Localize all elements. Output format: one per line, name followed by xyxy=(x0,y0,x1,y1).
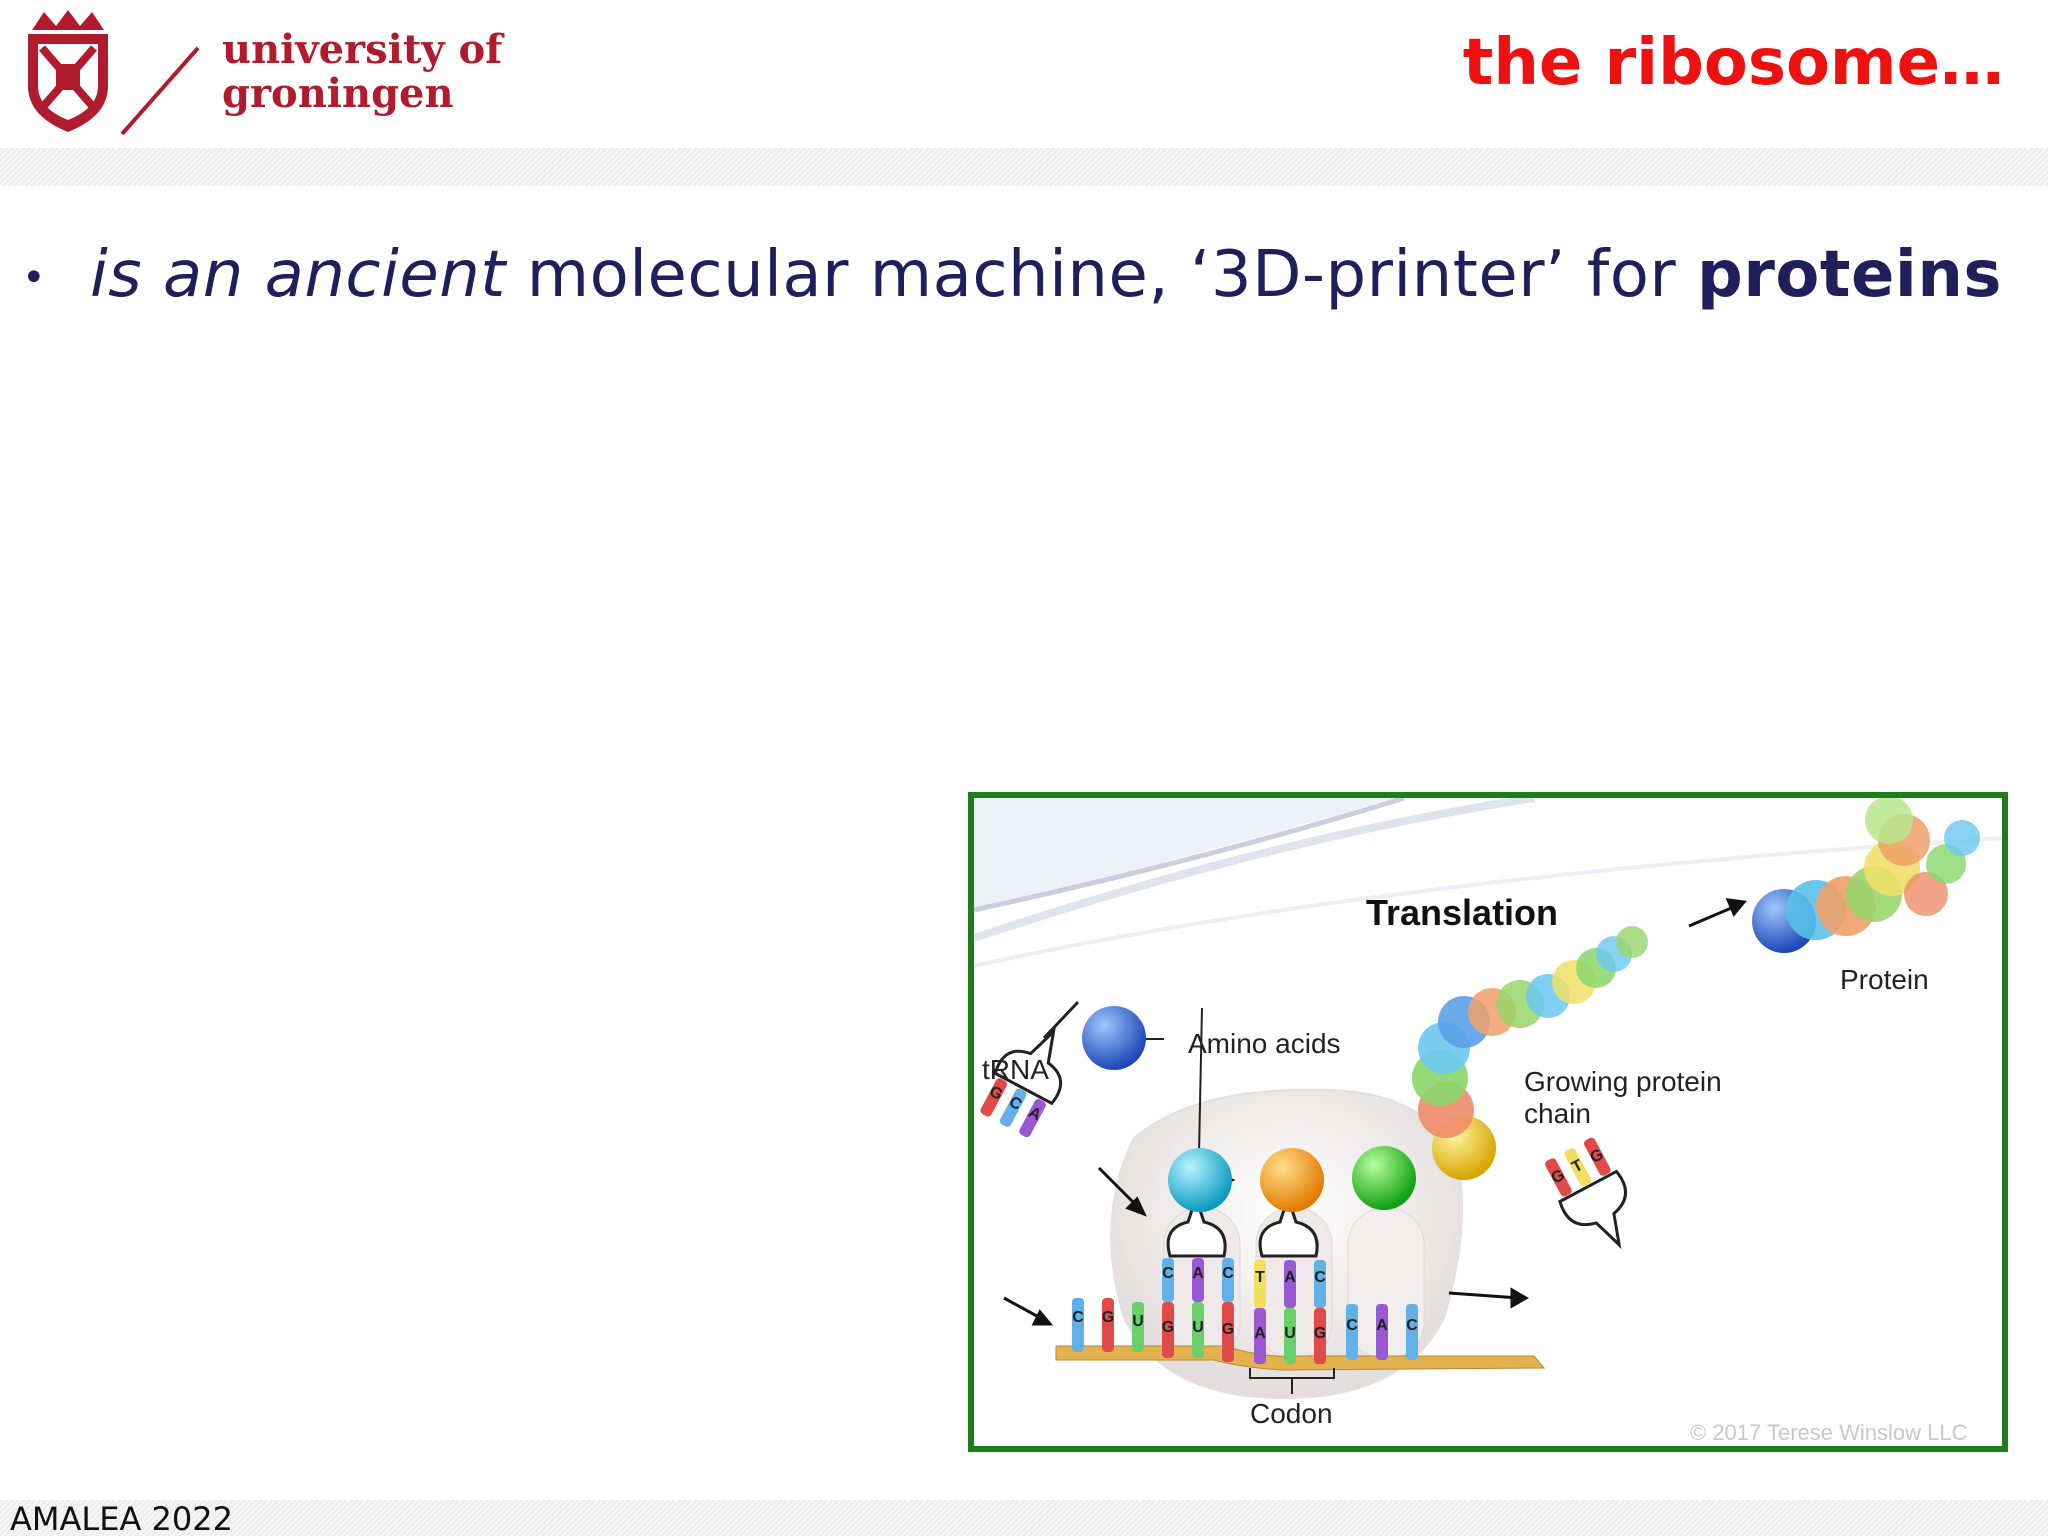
mrna-base-letter: G xyxy=(1102,1309,1114,1326)
mrna-base-letter: G xyxy=(1314,1325,1326,1342)
university-name: university of groningen xyxy=(222,28,502,116)
bullet-italic: is an ancient xyxy=(90,238,506,312)
header-divider xyxy=(0,148,2048,186)
anticodon-bases xyxy=(1162,1258,1326,1308)
university-logo xyxy=(22,8,482,138)
label-trna: tRNA xyxy=(982,1054,1049,1085)
mrna-base-letter: A xyxy=(1254,1325,1266,1342)
mrna-base-letter: G xyxy=(1162,1319,1174,1336)
mrna-base-letter: G xyxy=(1222,1321,1234,1338)
bullet-point: • is an ancient molecular machine, ‘3D-pr… xyxy=(22,238,2002,312)
label-growing-chain: Growing protein chain xyxy=(1524,1066,1722,1130)
anticodon-base-letter: A xyxy=(1284,1269,1296,1286)
label-growing-chain-line1: Growing protein xyxy=(1524,1066,1722,1097)
bullet-bold: proteins xyxy=(1697,238,2002,312)
anticodon-base-letter: C xyxy=(1222,1265,1234,1282)
logo-line-1: university of xyxy=(222,26,503,73)
logo-line-2: groningen xyxy=(222,70,454,117)
mrna-bases xyxy=(1072,1298,1418,1364)
anticodon-base-letter: C xyxy=(1314,1269,1326,1286)
label-protein: Protein xyxy=(1840,964,1929,995)
university-crest-icon xyxy=(28,10,200,136)
bullet-dot-icon: • xyxy=(22,255,47,302)
label-copyright: © 2017 Terese Winslow LLC xyxy=(1690,1420,1968,1445)
footer-divider xyxy=(0,1500,2048,1536)
label-amino-acids: Amino acids xyxy=(1188,1028,1341,1059)
anticodon-base-letter: A xyxy=(1192,1265,1204,1282)
label-growing-chain-line2: chain xyxy=(1524,1098,1591,1129)
slide-title: the ribosome… xyxy=(1462,26,2004,100)
mrna-base-letter: C xyxy=(1346,1317,1358,1334)
figure-title: Translation xyxy=(1366,892,1559,933)
mrna-base-letter: A xyxy=(1376,1317,1388,1334)
label-codon: Codon xyxy=(1250,1398,1333,1429)
mrna-base-letter: U xyxy=(1192,1319,1204,1336)
footer-label: AMALEA 2022 xyxy=(10,1500,233,1538)
anticodon-base-letter: T xyxy=(1255,1269,1265,1286)
mrna-base-letter: C xyxy=(1406,1317,1418,1334)
anticodon-base-letter: C xyxy=(1162,1265,1174,1282)
mrna-base-letter: U xyxy=(1284,1325,1296,1342)
bullet-normal: molecular machine, ‘3D-printer’ for xyxy=(505,238,1698,312)
mrna-base-letter: U xyxy=(1132,1313,1144,1330)
mrna-base-letter: C xyxy=(1072,1309,1084,1326)
